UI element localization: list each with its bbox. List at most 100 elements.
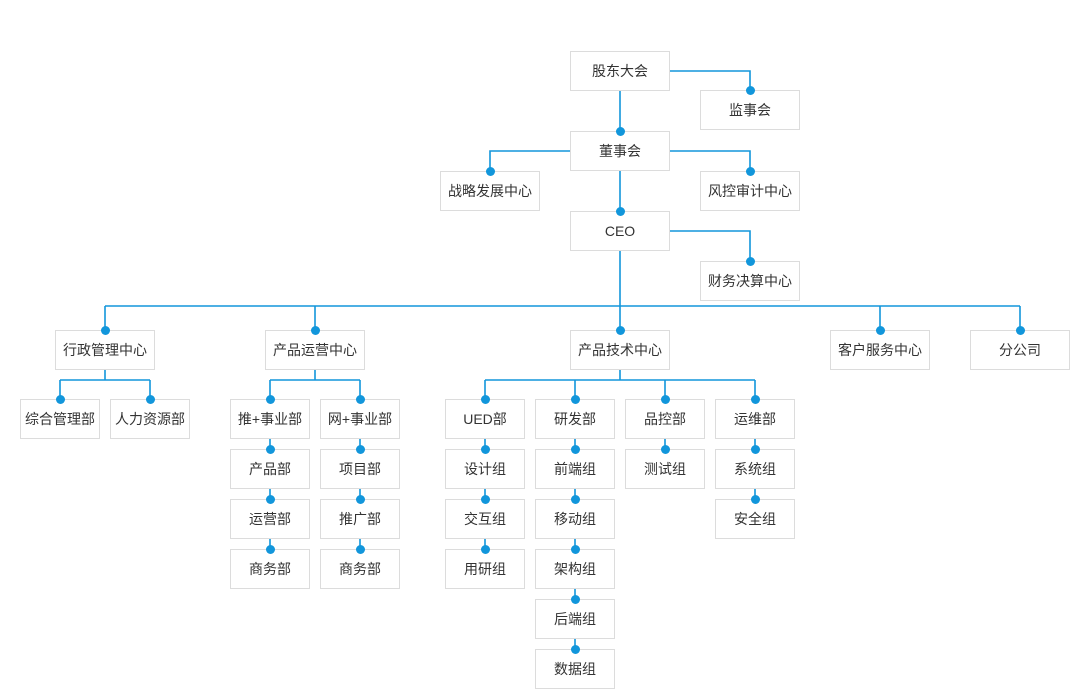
connector-dot-icon: [265, 544, 275, 554]
org-node[interactable]: 分公司: [970, 330, 1070, 370]
connector-dot-icon: [55, 394, 65, 404]
org-node[interactable]: 产品运营中心: [265, 330, 365, 370]
org-node[interactable]: 测试组: [625, 449, 705, 489]
org-node[interactable]: 后端组: [535, 599, 615, 639]
connector-dot-icon: [265, 444, 275, 454]
connector-line: [670, 230, 751, 261]
org-node-label: 综合管理部: [25, 411, 95, 427]
org-node-label: 产品技术中心: [578, 342, 662, 358]
org-node[interactable]: 产品部: [230, 449, 310, 489]
connector-line: [269, 370, 361, 399]
org-node-label: 推广部: [339, 511, 381, 527]
org-node-label: 董事会: [599, 143, 641, 159]
org-node[interactable]: 人力资源部: [110, 399, 190, 439]
org-node-label: 推+事业部: [237, 411, 303, 427]
org-node-label: 产品部: [249, 461, 291, 477]
org-node[interactable]: 综合管理部: [20, 399, 100, 439]
org-node[interactable]: 风控审计中心: [700, 171, 800, 211]
connector-dot-icon: [750, 494, 760, 504]
org-node-label: 安全组: [734, 511, 776, 527]
connector-dot-icon: [480, 544, 490, 554]
connector-dot-icon: [615, 206, 625, 216]
org-node[interactable]: 运维部: [715, 399, 795, 439]
connector-dot-icon: [745, 256, 755, 266]
org-node[interactable]: 客户服务中心: [830, 330, 930, 370]
org-node[interactable]: 安全组: [715, 499, 795, 539]
org-node[interactable]: 交互组: [445, 499, 525, 539]
connector-dot-icon: [480, 444, 490, 454]
org-node-label: UED部: [463, 411, 507, 427]
connector-dot-icon: [660, 444, 670, 454]
org-node-label: 后端组: [554, 611, 596, 627]
connector-dot-icon: [750, 444, 760, 454]
org-node[interactable]: 设计组: [445, 449, 525, 489]
org-node-label: 品控部: [644, 411, 686, 427]
connector-line: [670, 70, 751, 90]
org-node[interactable]: 网+事业部: [320, 399, 400, 439]
org-node[interactable]: 财务决算中心: [700, 261, 800, 301]
connector-line: [670, 150, 751, 171]
org-node-label: 财务决算中心: [708, 273, 792, 289]
org-node-label: 系统组: [734, 461, 776, 477]
org-node-label: 战略发展中心: [448, 183, 532, 199]
connector-dot-icon: [145, 394, 155, 404]
org-node[interactable]: UED部: [445, 399, 525, 439]
org-node-label: 运营部: [249, 511, 291, 527]
connector-dot-icon: [485, 166, 495, 176]
connector-dot-icon: [615, 126, 625, 136]
org-node-label: 交互组: [464, 511, 506, 527]
org-node-label: 商务部: [249, 561, 291, 577]
connector-dot-icon: [615, 325, 625, 335]
connector-line: [484, 539, 576, 549]
org-node[interactable]: 产品技术中心: [570, 330, 670, 370]
connector-dot-icon: [355, 544, 365, 554]
connector-dot-icon: [100, 325, 110, 335]
org-node[interactable]: 股东大会: [570, 51, 670, 91]
connector-line: [269, 539, 361, 549]
org-node-label: 风控审计中心: [708, 183, 792, 199]
connector-dot-icon: [570, 594, 580, 604]
org-node-label: 商务部: [339, 561, 381, 577]
connector-dot-icon: [480, 394, 490, 404]
connector-line: [489, 150, 570, 171]
connector-line: [59, 370, 151, 399]
connector-dot-icon: [875, 325, 885, 335]
org-node[interactable]: 研发部: [535, 399, 615, 439]
org-node[interactable]: 运营部: [230, 499, 310, 539]
org-node-label: 网+事业部: [327, 411, 393, 427]
org-node-label: 数据组: [554, 661, 596, 677]
connector-dot-icon: [265, 494, 275, 504]
connector-line: [484, 370, 756, 399]
org-node[interactable]: 行政管理中心: [55, 330, 155, 370]
org-node-label: 架构组: [554, 561, 596, 577]
org-node[interactable]: 数据组: [535, 649, 615, 689]
connector-dot-icon: [570, 644, 580, 654]
connector-line: [484, 489, 756, 499]
org-node[interactable]: 移动组: [535, 499, 615, 539]
org-node[interactable]: CEO: [570, 211, 670, 251]
org-node[interactable]: 董事会: [570, 131, 670, 171]
org-node-label: CEO: [604, 223, 636, 239]
org-node[interactable]: 商务部: [230, 549, 310, 589]
org-node[interactable]: 前端组: [535, 449, 615, 489]
org-node[interactable]: 推广部: [320, 499, 400, 539]
org-node[interactable]: 用研组: [445, 549, 525, 589]
org-node[interactable]: 监事会: [700, 90, 800, 130]
connector-line: [484, 439, 756, 449]
org-node-label: 运维部: [734, 411, 776, 427]
org-node[interactable]: 架构组: [535, 549, 615, 589]
connector-dot-icon: [1015, 325, 1025, 335]
org-node-label: 行政管理中心: [63, 342, 147, 358]
org-node[interactable]: 项目部: [320, 449, 400, 489]
connector-dot-icon: [745, 85, 755, 95]
connector-dot-icon: [480, 494, 490, 504]
org-node[interactable]: 战略发展中心: [440, 171, 540, 211]
connector-dot-icon: [265, 394, 275, 404]
org-node-label: 设计组: [464, 461, 506, 477]
connector-dot-icon: [750, 394, 760, 404]
org-node[interactable]: 系统组: [715, 449, 795, 489]
org-node[interactable]: 推+事业部: [230, 399, 310, 439]
connector-dot-icon: [570, 544, 580, 554]
org-node[interactable]: 品控部: [625, 399, 705, 439]
org-node[interactable]: 商务部: [320, 549, 400, 589]
